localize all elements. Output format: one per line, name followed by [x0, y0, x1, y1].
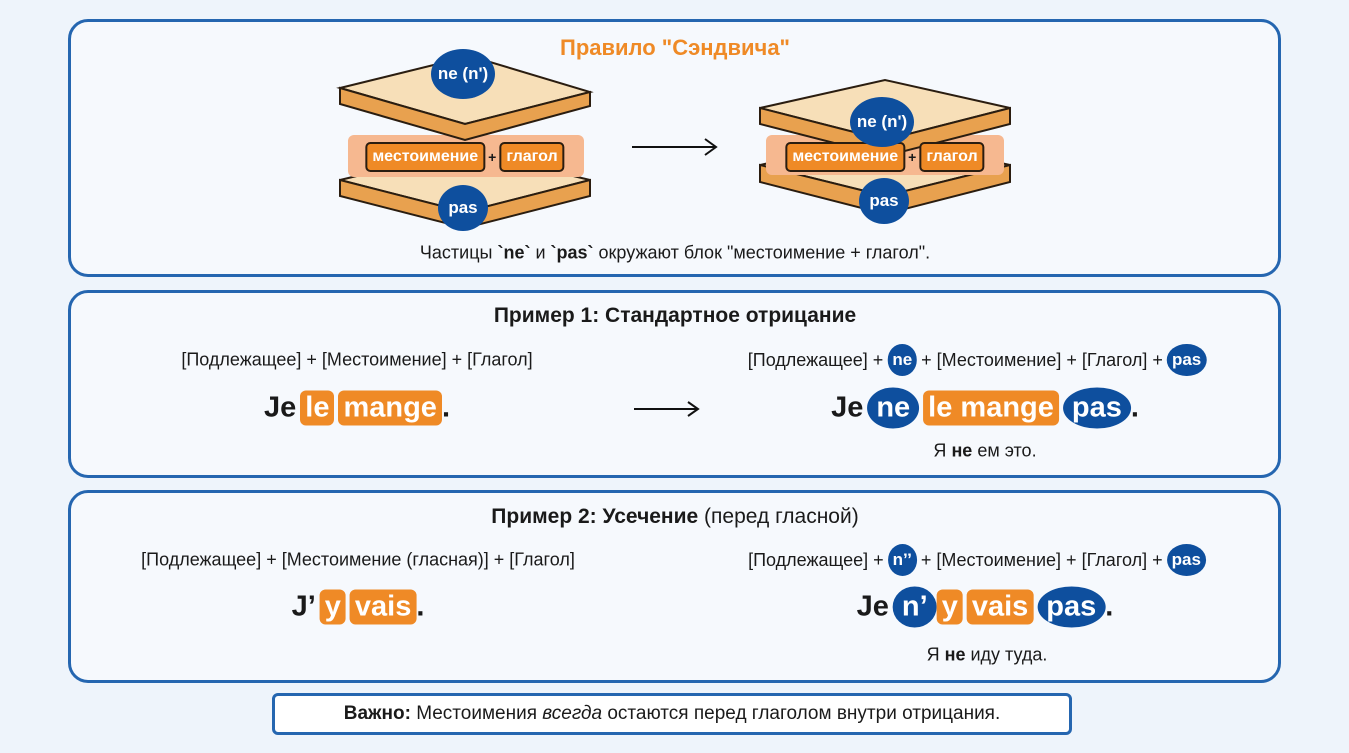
example2-translation: Я не иду туда. — [927, 645, 1048, 666]
subject: Je — [856, 590, 889, 623]
caption-pas: `pas` — [550, 242, 594, 263]
ne-badge: ne — [887, 344, 918, 376]
example1-panel — [68, 290, 1281, 478]
ne-highlight: n’ — [892, 586, 937, 628]
verb-highlight: vais — [349, 589, 417, 625]
verb-highlight: vais — [966, 589, 1034, 625]
pas-circle: pas — [438, 185, 488, 231]
example1-left-formula: [Подлежащее] + [Местоимение] + [Глагол] — [181, 349, 533, 370]
pas-label: pas — [869, 191, 899, 210]
ne-label: ne (n') — [856, 112, 908, 131]
note-emphasis: всегда — [542, 703, 603, 724]
subject: Je — [831, 391, 864, 424]
translation-negation: не — [944, 644, 966, 665]
example2-right-sentence: Je n’ y vais pas. — [856, 586, 1114, 628]
pas-highlight: pas — [1062, 387, 1131, 429]
caption-ne: `ne` — [497, 242, 531, 263]
caption-text: и — [530, 242, 551, 263]
ne-label: ne (n') — [437, 64, 489, 83]
verb-box: глагол — [499, 142, 565, 172]
pronoun-verb-block: местоимение + глагол — [365, 142, 565, 172]
pas-badge: pas — [1166, 544, 1206, 576]
example1-left-sentence: Je le mange. — [264, 390, 450, 426]
title-bold: Пример 2: Усечение — [491, 505, 699, 528]
subject: Je — [264, 391, 297, 424]
ne-circle-right: ne (n') — [850, 97, 914, 147]
pas-highlight: pas — [1037, 586, 1106, 628]
ne-circle: ne (n') — [431, 49, 495, 99]
title-rest: (перед гласной) — [704, 505, 859, 528]
verb-box: глагол — [919, 142, 985, 172]
translation-text: Я — [933, 440, 947, 461]
example2-title: Пример 2: Усечение (перед гласной) — [491, 505, 858, 529]
example1-right-formula: [Подлежащее] + ne + [Местоимение] + [Гла… — [748, 344, 1207, 376]
caption-text: окружают блок "местоимение + глагол". — [593, 242, 931, 263]
pronoun-verb-block-right: местоимение + глагол — [785, 142, 985, 172]
pronoun-verb-highlight: le mange — [923, 390, 1059, 426]
pronoun-box: местоимение — [785, 142, 906, 172]
arrow-icon — [632, 138, 718, 156]
pronoun-highlight: y — [319, 589, 346, 625]
dot: . — [441, 391, 450, 424]
important-note: Важно: Местоимения всегда остаются перед… — [272, 693, 1072, 735]
caption-text: Частицы — [419, 242, 498, 263]
plus-sign: + — [908, 149, 917, 165]
pronoun-box: местоимение — [365, 142, 486, 172]
translation-text: иду туда. — [970, 644, 1048, 665]
sandwich-caption: Частицы `ne` и `pas` окружают блок "мест… — [420, 243, 930, 264]
sandwich-title: Правило "Сэндвича" — [560, 35, 790, 60]
pronoun-highlight: y — [936, 589, 963, 625]
subject: J’ — [291, 590, 316, 623]
pas-circle-right: pas — [859, 178, 909, 224]
translation-text: ем это. — [977, 440, 1037, 461]
translation-negation: не — [951, 440, 973, 461]
ne-badge: n’’ — [887, 544, 917, 576]
example2-left-formula: [Подлежащее] + [Местоимение (гласная)] +… — [141, 549, 575, 570]
formula-text: [Подлежащее] + — [747, 349, 884, 370]
example1-translation: Я не ем это. — [933, 441, 1036, 462]
dot: . — [416, 590, 425, 623]
note-text: остаются перед глаголом внутри отрицания… — [602, 703, 1001, 724]
note-label: Важно: — [343, 703, 411, 724]
plus-sign: + — [488, 149, 497, 165]
verb-highlight: mange — [338, 390, 442, 426]
translation-text: Я — [926, 644, 940, 665]
example2-right-formula: [Подлежащее] + n’’ + [Местоимение] + [Гл… — [748, 544, 1206, 576]
formula-text: [Подлежащее] + — [748, 549, 884, 570]
pas-label: pas — [448, 198, 478, 217]
example1-right-sentence: Je ne le mange pas. — [831, 387, 1139, 429]
ne-highlight: ne — [867, 387, 920, 429]
formula-text: + [Местоимение] + [Глагол] + — [921, 349, 1163, 370]
dot: . — [1130, 391, 1139, 424]
example1-title: Пример 1: Стандартное отрицание — [493, 304, 857, 327]
note-text: Местоимения — [410, 703, 543, 724]
dot: . — [1105, 590, 1114, 623]
pas-badge: pas — [1166, 344, 1207, 376]
example2-left-sentence: J’ y vais. — [291, 589, 425, 625]
formula-text: + [Местоимение] + [Глагол] + — [920, 549, 1163, 570]
pronoun-highlight: le — [300, 390, 335, 426]
